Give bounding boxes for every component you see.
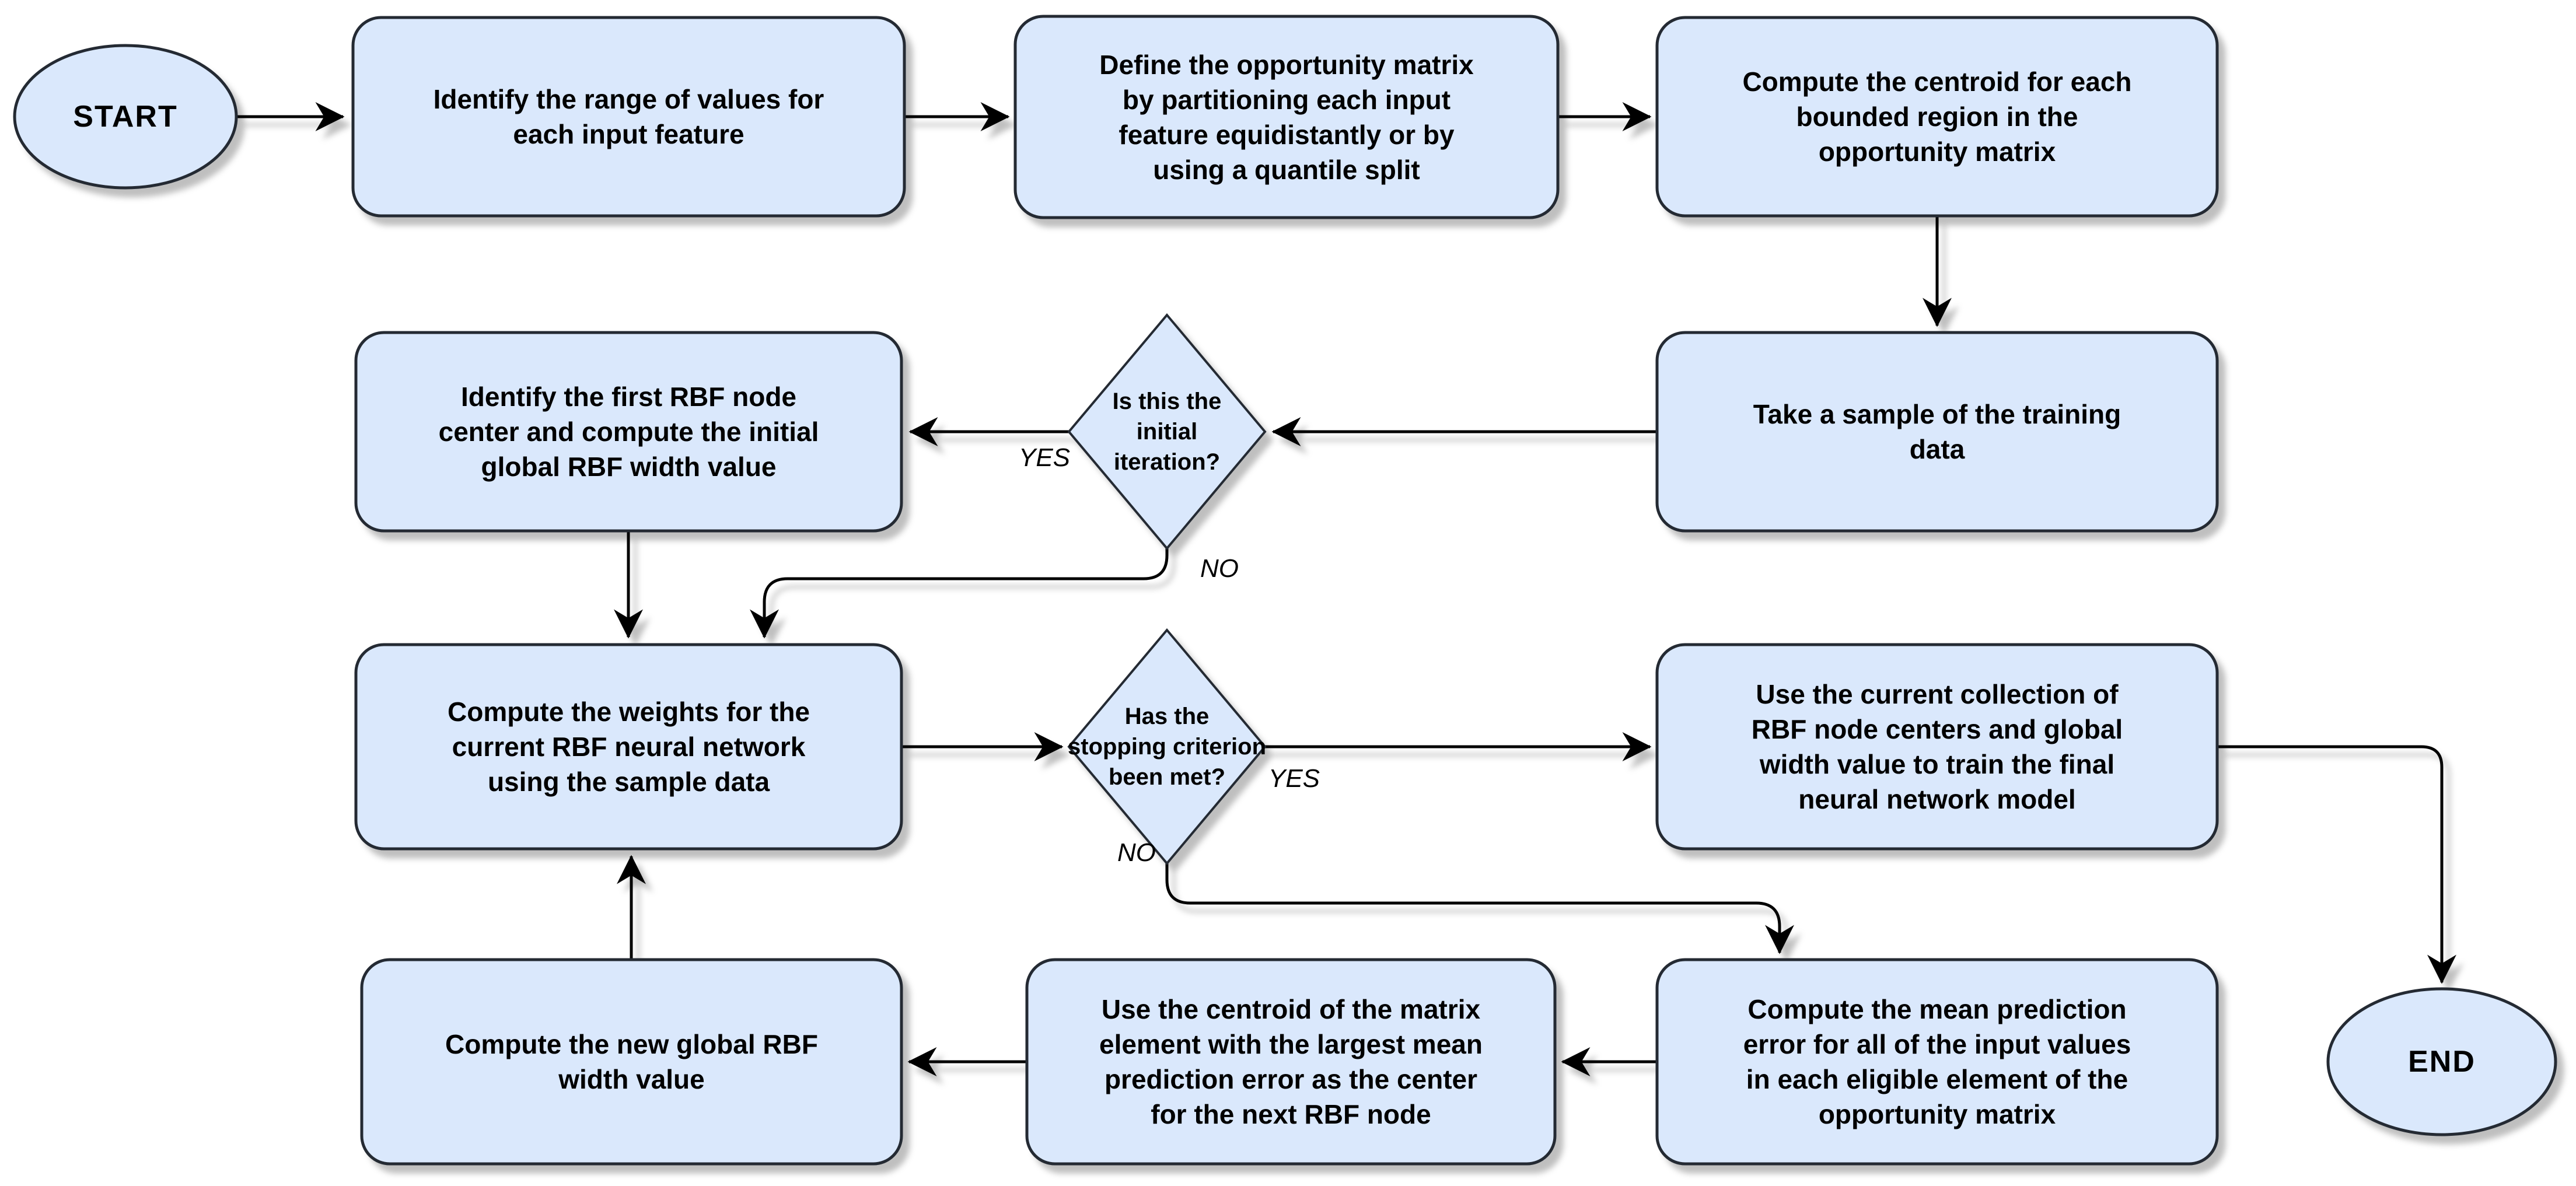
take-sample-shape [1655, 331, 2219, 533]
edge-initial-iteration-no [750, 548, 1169, 639]
use-collection-shape [1655, 643, 2219, 851]
use-centroid-shape [1025, 958, 1557, 1166]
edges [236, 102, 2456, 1076]
start-terminal-shape [13, 44, 238, 190]
compute-weights-shape [354, 643, 903, 851]
edge-stopping-criterion-no [1165, 863, 1794, 954]
new-width-shape [360, 958, 903, 1166]
end-terminal-shape [2326, 987, 2557, 1136]
compute-centroid-shape [1655, 16, 2219, 218]
nodes [13, 15, 2557, 1166]
stopping-criterion-decision-shape [1067, 628, 1267, 866]
compute-error-shape [1655, 958, 2219, 1166]
identify-first-shape [354, 331, 903, 533]
define-matrix-shape [1013, 15, 1560, 219]
initial-iteration-decision-shape [1067, 313, 1267, 551]
identify-range-shape [351, 16, 906, 218]
edge-use-collection-to-end [2217, 745, 2456, 984]
